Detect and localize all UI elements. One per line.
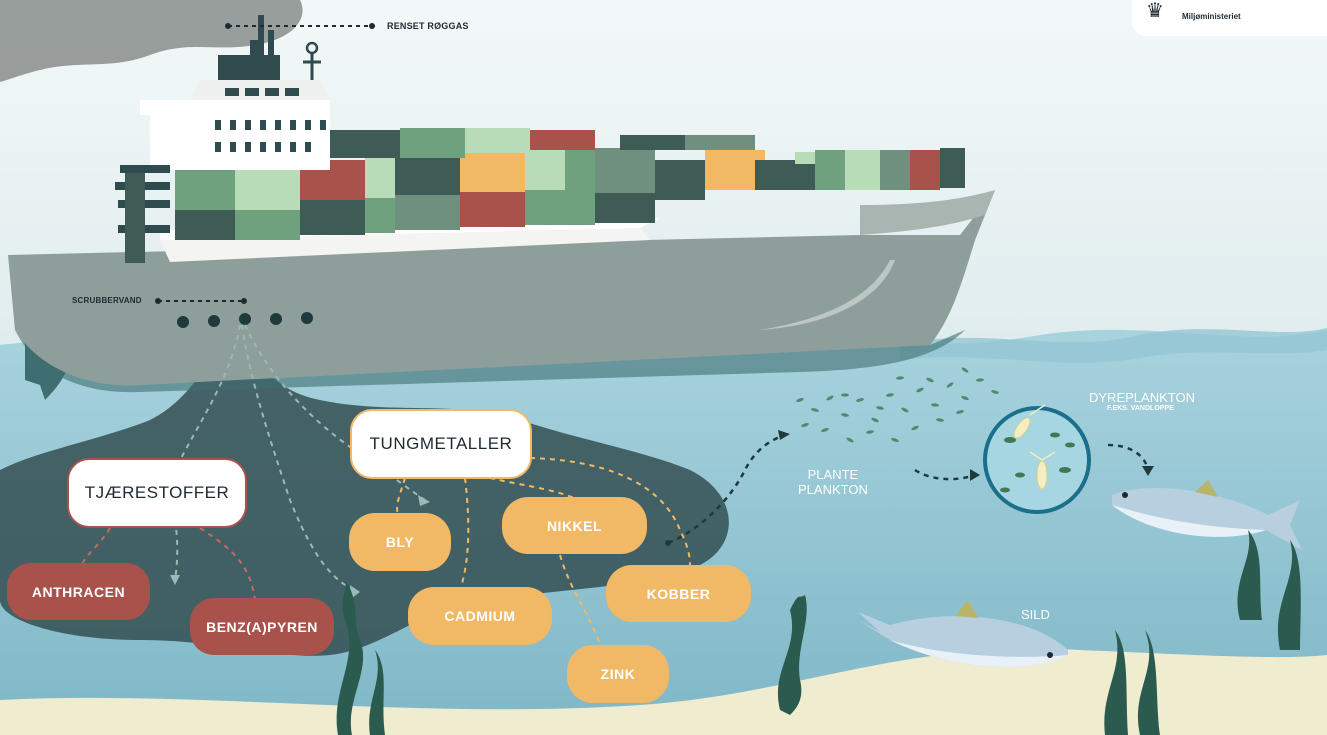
tar-item-label: BENZ(A)PYREN: [206, 618, 318, 635]
wave-band: [900, 328, 1327, 363]
metal-item-copper: KOBBER: [606, 565, 751, 622]
phytoplankton-cloud: [796, 367, 999, 443]
zooplankton-label: DYREPLANKTON: [1089, 390, 1195, 405]
exhaust-label: RENSET RØGGAS: [387, 21, 469, 31]
metal-item-cadmium: CADMIUM: [408, 587, 552, 645]
metal-item-label: NIKKEL: [546, 517, 603, 534]
ministry-logo: ♛ Miljøministeriet: [1132, 0, 1327, 36]
crown-icon: ♛: [1146, 0, 1164, 22]
metals-group-box: TUNGMETALLER: [350, 409, 532, 479]
pollution-plume: [0, 325, 729, 656]
zooplankton-sublabel: F.EKS. VANDLOPPE: [1107, 405, 1174, 412]
phytoplankton-label: PLANTE PLANKTON: [798, 467, 868, 497]
tar-item-benzapyrene: BENZ(A)PYREN: [190, 598, 334, 655]
tar-group-box: TJÆRESTOFFER: [67, 458, 247, 528]
metal-item-label: KOBBER: [646, 585, 711, 602]
herring-fish-right: [1112, 480, 1302, 550]
metal-item-label: CADMIUM: [444, 608, 516, 624]
herring-fish-left: [858, 600, 1068, 667]
metals-group-label: TUNGMETALLER: [369, 434, 513, 453]
tar-item-anthracene: ANTHRACEN: [7, 563, 150, 620]
metal-item-lead: BLY: [349, 513, 451, 571]
metal-item-nickel: NIKKEL: [502, 497, 647, 554]
ministry-name: Miljøministeriet: [1182, 12, 1241, 21]
scrubber-label: SCRUBBERVAND: [72, 296, 142, 305]
zooplankton-magnifier: [983, 404, 1091, 514]
ship: [8, 15, 995, 400]
metal-item-label: BLY: [385, 534, 415, 550]
seaweed: [336, 530, 1301, 735]
tar-group-label: TJÆRESTOFFER: [84, 483, 230, 502]
herring-label: SILD: [1021, 607, 1050, 622]
seabed: [0, 648, 1327, 735]
tar-item-label: ANTHRACEN: [31, 583, 126, 600]
metal-item-label: ZINK: [600, 666, 636, 682]
metal-item-zinc: ZINK: [567, 645, 669, 703]
smoke-plume: [0, 0, 303, 82]
